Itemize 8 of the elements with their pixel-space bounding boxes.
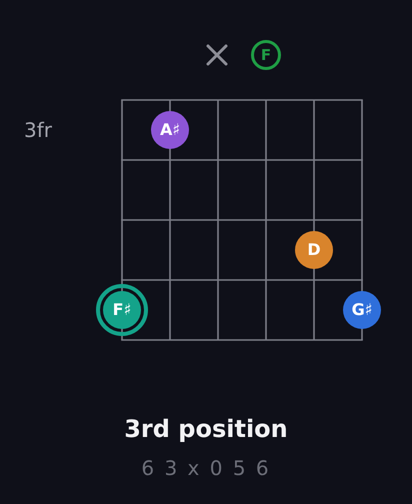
fret-position-label: 3fr — [24, 120, 52, 140]
open-string-marker: F — [251, 40, 281, 70]
root-note-dot: F♯ — [96, 284, 148, 336]
note-dot: G♯ — [343, 291, 381, 329]
note-dot: D — [295, 231, 333, 269]
chord-title: 3rd position — [124, 417, 288, 441]
note-dot: A♯ — [151, 111, 189, 149]
fingering-caption: 6 3 x 0 5 6 — [141, 458, 271, 478]
